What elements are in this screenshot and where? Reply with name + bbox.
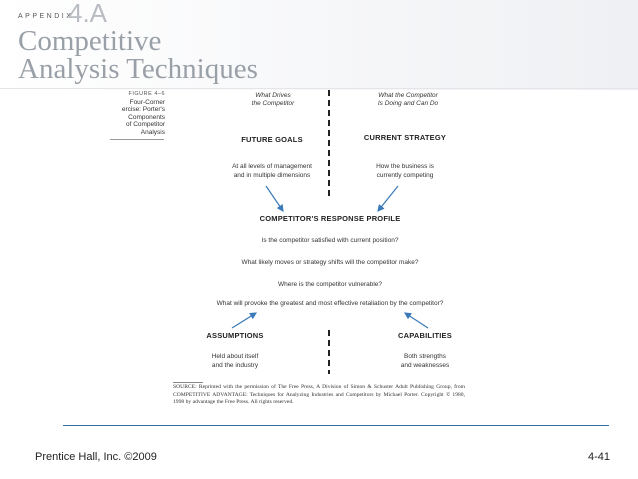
future-goals-text: At all levels of management and in multi… — [212, 162, 332, 180]
source-note: SOURCE: Reprinted with the permission of… — [173, 384, 465, 406]
header-background — [0, 0, 638, 90]
profile-question: Is the competitor satisfied with current… — [261, 237, 399, 244]
caption-line: Four-Corner — [129, 98, 165, 106]
right-top-note: What the Competitor Is Doing and Can Do — [358, 92, 458, 108]
capabilities-text: Both strengths and weaknesses — [380, 352, 470, 370]
note-line: Is Doing and Can Do — [377, 100, 439, 107]
note-line: the Competitor — [251, 100, 295, 107]
caption-line: of Competitor — [125, 121, 165, 129]
caption-line: ercise: Porter's — [121, 106, 165, 114]
current-strategy-text: How the business is currently competing — [350, 162, 460, 180]
page-number: 4-41 — [588, 451, 611, 463]
text-line: and weaknesses — [400, 362, 450, 369]
arrow-capabilities-to-profile — [403, 312, 429, 329]
arrow-goals-to-profile — [265, 185, 284, 212]
slide-title-line2: Analysis Techniques — [18, 53, 258, 85]
assumptions-heading: ASSUMPTIONS — [206, 331, 264, 340]
profile-question: Where is the competitor vulnerable? — [277, 281, 383, 288]
text-line: and in multiple dimensions — [233, 172, 311, 179]
profile-question: What will provoke the greatest and most … — [216, 300, 444, 307]
appendix-label: APPENDIX — [18, 13, 74, 20]
current-strategy-heading: CURRENT STRATEGY — [363, 133, 447, 142]
arrow-strategy-to-profile — [377, 185, 399, 212]
text-line: How the business is — [376, 163, 434, 170]
footer-publisher: Prentice Hall, Inc. ©2009 — [35, 451, 157, 463]
capabilities-heading: CAPABILITIES — [398, 331, 452, 340]
text-line: Held about itself — [211, 353, 259, 360]
header-divider — [0, 88, 638, 89]
future-goals-heading: FUTURE GOALS — [241, 135, 303, 144]
caption-line: Analysis — [140, 128, 165, 136]
source-divider — [173, 382, 203, 383]
profile-question: What likely moves or strategy shifts wil… — [241, 259, 419, 266]
assumptions-text: Held about itself and the industry — [190, 352, 280, 370]
footer-divider — [63, 425, 609, 426]
text-line: Both strengths — [404, 353, 446, 360]
text-line: currently competing — [376, 172, 434, 179]
left-top-note: What Drives the Competitor — [228, 92, 318, 108]
caption-divider — [110, 139, 164, 140]
appendix-number: 4.A — [68, 0, 108, 28]
figure-caption: FIGURE 4–6 Four-Corner ercise: Porter's … — [75, 91, 165, 137]
text-line: and the industry — [211, 362, 259, 369]
text-line: At all levels of management — [232, 163, 312, 170]
slide-title-line1: Competitive — [18, 25, 162, 57]
note-line: What Drives — [255, 92, 291, 99]
caption-line: Components — [128, 113, 165, 121]
figure-number: FIGURE 4–6 — [128, 91, 165, 97]
response-profile-heading: COMPETITOR'S RESPONSE PROFILE — [259, 214, 401, 223]
note-line: What the Competitor — [378, 92, 438, 99]
arrow-assumptions-to-profile — [231, 312, 258, 329]
